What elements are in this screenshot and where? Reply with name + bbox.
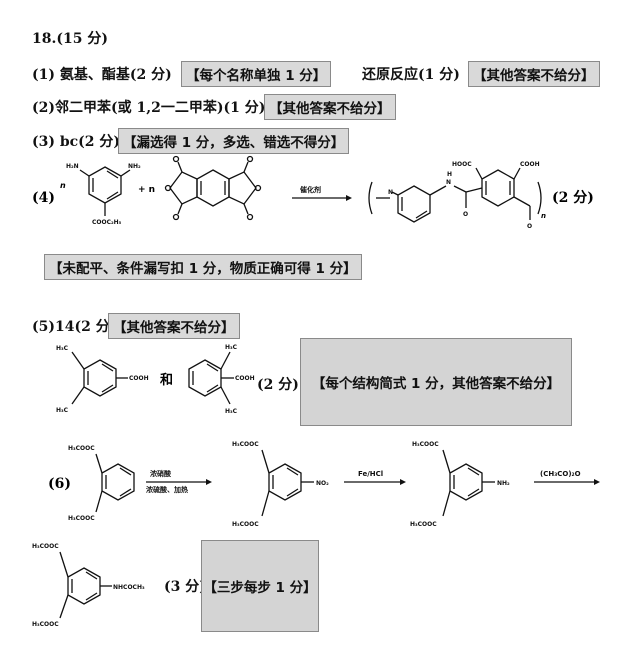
ester-top-3: H₃COOC [412,441,439,448]
hooc-label: HOOC [452,161,472,168]
ester-bottom-3: H₃COOC [410,521,437,528]
ester-bottom-1: H₃COOC [68,515,95,522]
ester-top-4: H₃COOC [32,543,59,550]
ester-bottom-2: H₃COOC [232,521,259,528]
reagent-top: 浓硝酸 [150,469,172,478]
q2-answer: (2)邻二甲苯(或 1,2一二甲苯)(1 分) [32,100,266,116]
diamine-ester-molecule: H₂N NH₂ COOC₂H₅ [66,163,141,226]
q4-score: (2 分) [552,190,594,206]
catalyst-label: 催化剂 [300,185,321,194]
polyimide-product: N N H O HOOC COOH O n [368,161,546,230]
q1-note2: 【其他答案不给分】 [468,61,600,87]
amide-n-right: N [446,179,451,186]
nhcoch3-label: NHCOCH₃ [113,584,145,591]
nh2-right-label: NH₂ [128,163,141,170]
question-number: 18.(15 分) [32,31,108,47]
dimethylbenzoic-acid-2: H₃C H₃C COOH [188,344,255,415]
cooh-2: COOH [235,375,255,382]
final-product: H₃COOC H₃COOC NHCOCH₃ [32,543,145,628]
ch3-top-1: H₃C [56,345,69,352]
nh2-label: NH₂ [497,480,510,487]
ch3-bottom-2: H₃C [225,408,238,415]
q4-note: 【未配平、条件漏写扣 1 分，物质正确可得 1 分】 [44,254,362,280]
q6-label: (6) [48,476,71,492]
q2-note: 【其他答案不给分】 [264,94,396,120]
q5-note2-text: 【每个结构简式 1 分，其他答案不给分】 [311,376,561,392]
q6-synthesis-diagram: (6) H₃COOC H₃COOC 浓硝酸 浓硫酸、加热 H₃COOC H₃CO… [32,441,600,628]
amide-n-left: N [388,189,393,196]
q4-reaction-diagram: (4) n H₂N NH₂ COOC₂H₅ + n 催化剂 [32,155,594,230]
q5-and: 和 [160,372,173,388]
no2-label: NO₂ [316,480,329,487]
anhydride-label: (CH₃CO)₂O [540,470,581,478]
cooh-1: COOH [129,375,149,382]
q5-score: (2 分) [257,377,299,393]
dianhydride-molecule [164,155,262,221]
reagent-bottom: 浓硫酸、加热 [146,485,188,494]
q4-coefficient-n: n [60,181,66,190]
ester-top-2: H₃COOC [232,441,259,448]
nitro-intermediate: H₃COOC H₃COOC NO₂ [232,441,329,528]
q5-note: 【其他答案不给分】 [108,313,240,339]
q5-structures: H₃C H₃C COOH 和 H₃C H₃C COOH [56,344,255,415]
q1-answer: (1) 氨基、酯基(2 分) [32,67,172,83]
q4-label: (4) [32,190,55,206]
q1-note: 【每个名称单独 1 分】 [181,61,332,87]
amine-intermediate: H₃COOC H₃COOC NH₂ [410,441,510,528]
polymer-n-subscript: n [541,212,546,220]
carbonyl-o-2: O [527,223,532,230]
q4-plus: + n [138,185,155,195]
q3-answer: (3) bc(2 分) [32,134,121,150]
nh2-left-label: H₂N [66,163,79,170]
q6-score: (3 分) [164,579,206,595]
carbonyl-o-1: O [463,211,468,218]
fehcl-label: Fe/HCl [358,470,383,478]
dimethylbenzoic-acid-1: H₃C H₃C COOH [56,345,149,414]
ester-top-1: H₃COOC [68,445,95,452]
q6-note-text: 【三步每步 1 分】 [203,580,317,596]
cooh-label: COOH [520,161,540,168]
ch3-top-2: H₃C [225,344,238,351]
dimethyl-isophthalate: H₃COOC H₃COOC [68,445,135,522]
ch3-bottom-1: H₃C [56,407,69,414]
amide-h-right: H [447,171,452,178]
q3-note: 【漏选得 1 分，多选、错选不得分】 [118,128,350,154]
q6-note: 【三步每步 1 分】 [201,540,319,632]
q5-note2: 【每个结构简式 1 分，其他答案不给分】 [300,338,572,426]
ester-label: COOC₂H₅ [92,219,122,226]
q5-answer: (5)14(2 分) [32,319,117,335]
ester-bottom-4: H₃COOC [32,621,59,628]
q1-answer2: 还原反应(1 分) [362,67,460,83]
